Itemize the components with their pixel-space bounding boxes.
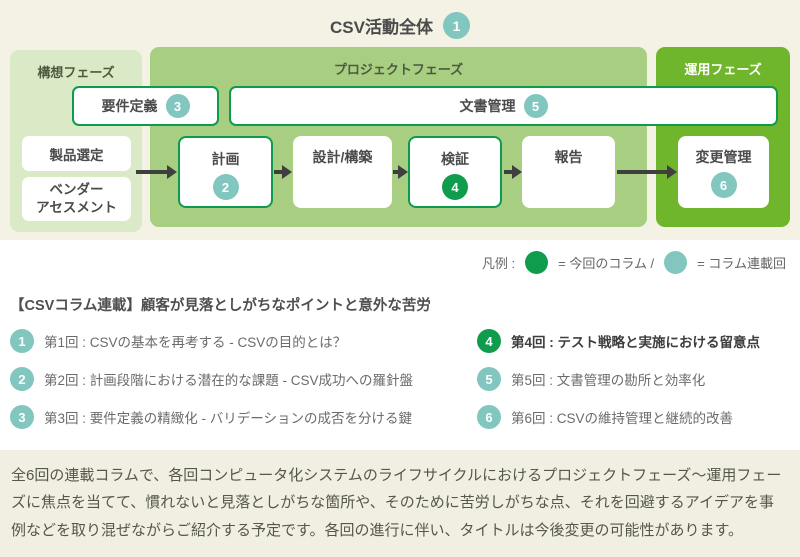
series-heading: 【CSVコラム連載】顧客が見落としがちなポイントと意外な苦労 — [10, 298, 431, 314]
series-list-right-column: 4 第4回 : テスト戦略と実施における留意点 5 第5回 : 文書管理の勘所と… — [477, 329, 760, 429]
flow-arrow-icon — [393, 165, 408, 179]
diagram-title: CSV活動全体 — [330, 18, 433, 37]
product-selection-label: 製品選定 — [49, 147, 104, 163]
flow-box-report: 報告 — [522, 136, 615, 208]
flow-box-verification-badge: 4 — [442, 174, 468, 200]
flow-box-plan-label: 計画 — [211, 151, 240, 167]
title-step-badge: 1 — [442, 12, 470, 39]
series-number-badge: 5 — [477, 367, 501, 391]
footer-description-section: 全6回の連載コラムで、各回コンピュータ化システムのライフサイクルにおけるプロジェ… — [0, 450, 800, 557]
flow-box-change-management: 変更管理 6 — [678, 136, 769, 208]
document-management-box: 文書管理 5 — [229, 86, 778, 126]
diagram-title-row: CSV活動全体 1 — [0, 12, 800, 39]
list-item: 1 第1回 : CSVの基本を再考する - CSVの目的とは？ — [10, 329, 413, 353]
series-item-title: 第6回 : CSVの維持管理と継続的改善 — [511, 411, 734, 426]
legend-series-label: = コラム連載回 — [697, 256, 786, 271]
flow-box-report-label: 報告 — [554, 149, 583, 165]
series-item-title: 第2回 : 計画段階における潜在的な課題 - CSV成功への羅針盤 — [44, 373, 414, 388]
series-number-badge: 2 — [10, 367, 34, 391]
flow-box-plan: 計画 2 — [178, 136, 273, 208]
series-number-badge: 3 — [10, 405, 34, 429]
document-management-label: 文書管理 — [459, 98, 516, 114]
phase-label-operation: 運用フェーズ — [684, 62, 762, 77]
list-item: 2 第2回 : 計画段階における潜在的な課題 - CSV成功への羅針盤 — [10, 367, 413, 391]
flow-box-change-management-badge: 6 — [710, 172, 737, 198]
requirements-box: 要件定義 3 — [72, 86, 219, 126]
vendor-assessment-label-line1: ベンダー — [49, 182, 104, 198]
legend-label: 凡例 : — [481, 256, 516, 271]
legend-current-label: = 今回のコラム / — [558, 256, 655, 271]
series-item-title: 第3回 : 要件定義の精緻化 - バリデーションの成否を分ける鍵 — [44, 411, 412, 426]
phase-label-concept: 構想フェーズ — [37, 65, 115, 80]
flow-arrow-icon — [274, 165, 292, 179]
requirements-label: 要件定義 — [101, 98, 158, 114]
flow-arrow-icon — [136, 165, 177, 179]
series-number-badge: 4 — [477, 329, 501, 353]
legend-series-circle-icon — [664, 251, 688, 274]
document-management-step-badge: 5 — [523, 94, 548, 118]
flow-box-verification-label: 検証 — [441, 151, 469, 167]
requirements-step-badge: 3 — [165, 94, 190, 118]
list-item-current: 4 第4回 : テスト戦略と実施における留意点 — [477, 329, 760, 353]
legend: 凡例 : = 今回のコラム / = コラム連載回 — [482, 251, 786, 274]
vendor-assessment-label-line2: アセスメント — [36, 200, 117, 215]
csv-activity-diagram: CSV活動全体 1 構想フェーズ プロジェクトフェーズ 運用フェーズ 要件定義 … — [0, 0, 800, 240]
product-selection-box: 製品選定 — [22, 136, 131, 171]
flow-box-design-build-label: 設計/構築 — [312, 149, 373, 165]
series-list-left-column: 1 第1回 : CSVの基本を再考する - CSVの目的とは？ 2 第2回 : … — [10, 329, 413, 429]
flow-box-verification: 検証 4 — [408, 136, 502, 208]
series-number-badge: 6 — [477, 405, 501, 429]
legend-current-circle-icon — [525, 251, 549, 274]
list-item: 3 第3回 : 要件定義の精緻化 - バリデーションの成否を分ける鍵 — [10, 405, 413, 429]
flow-arrow-icon — [617, 165, 677, 179]
flow-box-plan-badge: 2 — [212, 174, 239, 200]
column-series-section: 凡例 : = 今回のコラム / = コラム連載回 【CSVコラム連載】顧客が見落… — [0, 240, 800, 450]
list-item: 5 第5回 : 文書管理の勘所と効率化 — [477, 367, 760, 391]
series-number-badge: 1 — [10, 329, 34, 353]
series-item-title: 第4回 : テスト戦略と実施における留意点 — [511, 335, 761, 350]
flow-box-change-management-label: 変更管理 — [695, 149, 752, 165]
footer-description-text: 全6回の連載コラムで、各回コンピュータ化システムのライフサイクルにおけるプロジェ… — [11, 467, 782, 539]
flow-arrow-icon — [504, 165, 522, 179]
series-item-title: 第5回 : 文書管理の勘所と効率化 — [511, 373, 706, 388]
list-item: 6 第6回 : CSVの維持管理と継続的改善 — [477, 405, 760, 429]
series-item-title: 第1回 : CSVの基本を再考する - CSVの目的とは？ — [44, 335, 347, 350]
flow-box-design-build: 設計/構築 — [293, 136, 392, 208]
vendor-assessment-box: ベンダー アセスメント — [22, 177, 131, 221]
phase-label-project: プロジェクトフェーズ — [333, 62, 464, 77]
